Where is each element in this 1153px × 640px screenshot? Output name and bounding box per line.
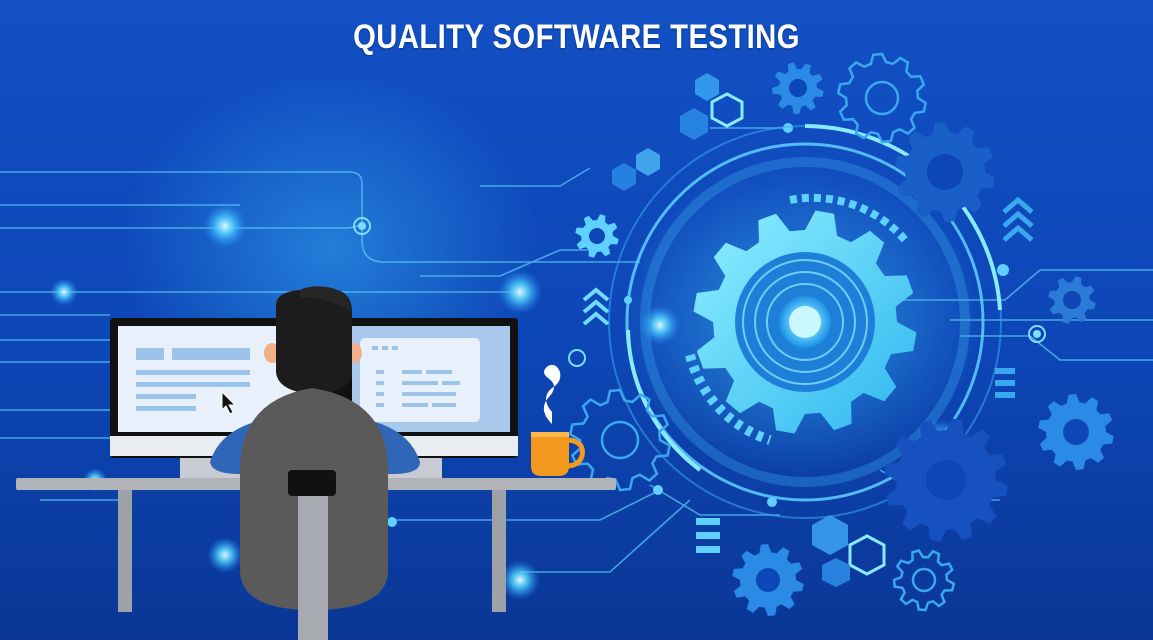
mouse-cursor-icon <box>221 390 237 415</box>
gear-icon <box>895 122 995 222</box>
gear-icon <box>1038 394 1114 470</box>
gear-icon <box>568 388 672 492</box>
gear-icon <box>1048 276 1096 324</box>
stripes <box>696 368 1015 553</box>
chevron-up-icon <box>1002 196 1034 242</box>
gear-icon <box>575 214 619 258</box>
screen-content <box>136 346 460 411</box>
gear-icon <box>693 210 917 434</box>
hud-rings <box>608 124 1002 519</box>
circuit-nodes <box>353 217 1046 367</box>
gear-icon <box>884 418 1008 542</box>
page-title: QUALITY SOFTWARE TESTING <box>353 18 800 56</box>
gear-icon <box>892 549 956 612</box>
steam-icon <box>543 364 561 424</box>
coffee-mug-icon <box>531 432 585 476</box>
gear-icon <box>836 52 928 144</box>
person <box>210 286 420 640</box>
chevron-up-icon <box>582 287 610 326</box>
gear-icon <box>772 62 824 114</box>
hexagon-icons <box>612 73 886 587</box>
gear-icon <box>732 544 804 616</box>
